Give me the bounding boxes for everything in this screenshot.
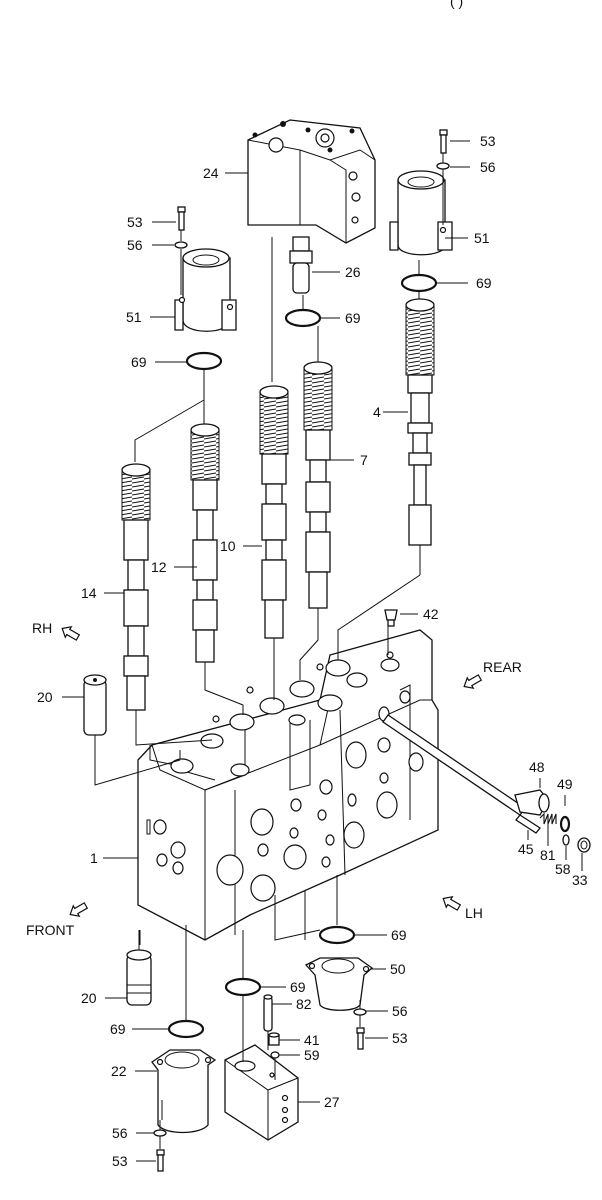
spring-cap-51-right [389, 170, 453, 256]
o-ring-69-c [185, 351, 223, 371]
callout-82: 82 [296, 996, 312, 1012]
o-ring-59 [270, 1051, 280, 1059]
washer-56-c [353, 1008, 367, 1016]
callout-33: 33 [572, 872, 588, 888]
callout-20-b: 20 [81, 990, 97, 1006]
callout-56-d: 56 [112, 1125, 128, 1141]
callout-27: 27 [324, 1094, 340, 1110]
direction-rh: RH [32, 620, 52, 636]
callout-51-b: 51 [126, 309, 142, 325]
callout-69-b: 69 [345, 310, 361, 326]
rh-arrow-icon [61, 625, 81, 641]
bolt-53-a [177, 206, 186, 231]
callout-56-b: 56 [127, 237, 143, 253]
o-ring-69-b [400, 273, 438, 293]
bolt-53-c [356, 1027, 365, 1050]
callout-26: 26 [345, 264, 361, 280]
callout-labels: 24 53 56 51 53 56 26 51 69 69 69 4 7 10 … [37, 133, 588, 1169]
callout-53-d: 53 [112, 1153, 128, 1169]
callout-14: 14 [81, 585, 97, 601]
callout-22: 22 [111, 1063, 127, 1079]
callout-51-a: 51 [474, 230, 490, 246]
callout-56-c: 56 [392, 1003, 408, 1019]
assembly-lines [94, 153, 444, 1149]
direction-lh: LH [465, 905, 483, 921]
callout-24: 24 [203, 165, 219, 181]
washer-56-b [436, 162, 450, 170]
spool-7 [303, 361, 333, 609]
ring-58 [562, 834, 570, 846]
o-ring-69-f [167, 1019, 205, 1039]
plug-20-lower [126, 949, 152, 1006]
washer-56-a [174, 241, 188, 249]
callout-69-e: 69 [290, 979, 306, 995]
rod-45 [382, 714, 541, 834]
callout-20-a: 20 [37, 689, 53, 705]
callout-1: 1 [90, 850, 98, 866]
main-valve-block [137, 629, 439, 941]
plug-41 [268, 1032, 280, 1046]
spool-4 [405, 298, 435, 546]
callout-56-a: 56 [480, 159, 496, 175]
o-ring-69-d [318, 925, 356, 945]
cap-48 [514, 789, 550, 816]
bolt-53-b [439, 129, 448, 154]
direction-rear: REAR [483, 659, 522, 675]
ring-49 [559, 815, 571, 833]
callout-69-c: 69 [131, 354, 147, 370]
direction-front: FRONT [26, 922, 75, 938]
block-27 [224, 1044, 299, 1141]
callout-12: 12 [151, 559, 167, 575]
spring-cap-51-left [174, 248, 237, 332]
callout-49: 49 [557, 776, 573, 792]
lh-arrow-icon [442, 895, 462, 911]
pilot-spool-26 [289, 236, 313, 294]
spool-10 [259, 385, 289, 639]
callout-41: 41 [304, 1032, 320, 1048]
bolt-53-d [156, 1149, 165, 1172]
callout-48: 48 [529, 759, 545, 775]
callout-53-c: 53 [392, 1030, 408, 1046]
solenoid-block-24 [247, 119, 376, 244]
cover-22 [151, 1049, 217, 1134]
plug-20-upper [83, 674, 107, 736]
callout-69-d: 69 [391, 927, 407, 943]
o-ring-69-a [284, 308, 322, 328]
header-fragment: ( ) [450, 0, 463, 9]
cover-50 [304, 957, 374, 1011]
callout-50: 50 [390, 961, 406, 977]
callout-69-f: 69 [110, 1021, 126, 1037]
callout-42: 42 [423, 606, 439, 622]
washer-56-d [153, 1129, 167, 1137]
o-ring-69-e [224, 977, 262, 997]
callout-7: 7 [360, 452, 368, 468]
callout-58: 58 [555, 861, 571, 877]
rear-arrow-icon [463, 674, 483, 690]
callout-81: 81 [540, 847, 556, 863]
callout-45: 45 [518, 841, 534, 857]
pin-82 [263, 994, 273, 1032]
callout-53-a: 53 [480, 133, 496, 149]
spring-81 [539, 812, 557, 825]
callout-59: 59 [304, 1047, 320, 1063]
callout-53-b: 53 [127, 214, 143, 230]
plug-42 [384, 609, 398, 627]
callout-4: 4 [373, 404, 381, 420]
callout-69-a: 69 [476, 275, 492, 291]
front-arrow-icon [69, 902, 89, 918]
leader-lines [62, 140, 583, 1162]
spool-14 [121, 463, 151, 711]
plug-33 [577, 837, 591, 853]
spool-12 [190, 423, 220, 663]
callout-10: 10 [220, 538, 236, 554]
